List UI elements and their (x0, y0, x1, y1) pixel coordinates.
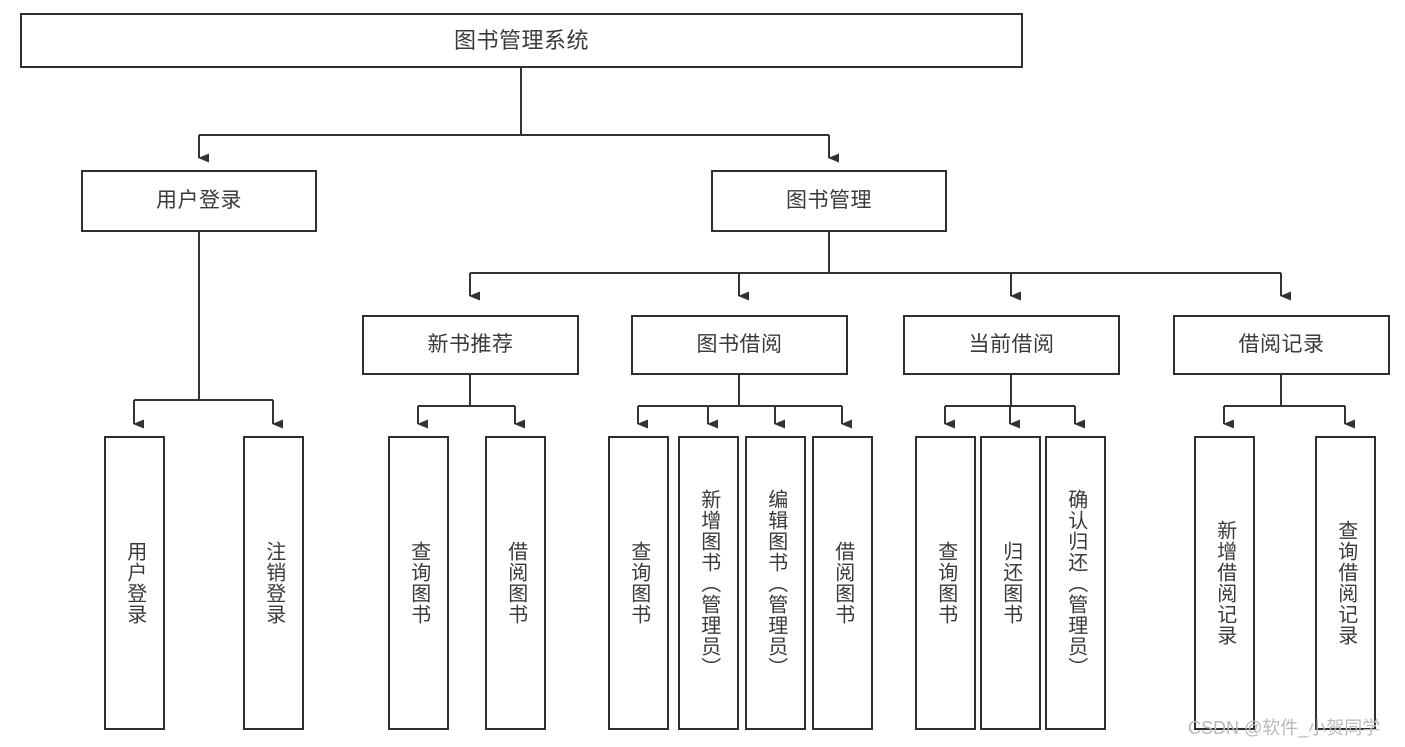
vertical-text-wrap: 确认归还（管理员） (1063, 438, 1087, 728)
vertical-text-wrap: 借阅图书 (503, 438, 527, 728)
node-leaf-query-book-2[interactable]: 查询图书 (608, 436, 669, 730)
vertical-text-wrap: 查询图书 (933, 438, 957, 728)
vertical-text-wrap: 新增图书（管理员） (696, 438, 720, 728)
node-new-book-rec[interactable]: 新书推荐 (362, 315, 579, 375)
node-leaf-logout-label: 注销登录 (262, 541, 285, 625)
vertical-text-wrap: 借阅图书 (830, 438, 854, 728)
node-leaf-logout[interactable]: 注销登录 (243, 436, 304, 730)
vertical-text-wrap: 新增借阅记录 (1212, 438, 1236, 728)
node-user-login-label: 用户登录 (156, 188, 242, 212)
node-book-manage-label: 图书管理 (786, 188, 872, 212)
node-leaf-return-book[interactable]: 归还图书 (980, 436, 1041, 730)
node-root[interactable]: 图书管理系统 (20, 13, 1023, 68)
node-leaf-confirm-return-label: 确认归还（管理员） (1064, 488, 1087, 678)
vertical-text-wrap: 归还图书 (998, 438, 1022, 728)
node-leaf-add-record-label: 新增借阅记录 (1213, 520, 1236, 646)
node-leaf-borrow-book-1-label: 借阅图书 (504, 541, 527, 625)
node-leaf-query-book-1[interactable]: 查询图书 (388, 436, 449, 730)
node-leaf-user-login[interactable]: 用户登录 (104, 436, 165, 730)
node-current-borrow[interactable]: 当前借阅 (903, 315, 1120, 375)
node-leaf-return-book-label: 归还图书 (999, 541, 1022, 625)
node-leaf-query-book-3-label: 查询图书 (934, 541, 957, 625)
node-borrow-record[interactable]: 借阅记录 (1173, 315, 1390, 375)
vertical-text-wrap: 查询图书 (626, 438, 650, 728)
node-new-book-rec-label: 新书推荐 (427, 332, 514, 356)
node-book-borrow[interactable]: 图书借阅 (631, 315, 848, 375)
node-book-manage[interactable]: 图书管理 (711, 170, 947, 232)
node-leaf-borrow-book-2-label: 借阅图书 (831, 541, 854, 625)
node-leaf-query-record-label: 查询借阅记录 (1334, 520, 1357, 646)
node-root-label: 图书管理系统 (453, 27, 589, 53)
node-leaf-query-book-2-label: 查询图书 (627, 541, 650, 625)
node-leaf-borrow-book-1[interactable]: 借阅图书 (485, 436, 546, 730)
node-leaf-user-login-label: 用户登录 (123, 541, 146, 625)
vertical-text-wrap: 查询借阅记录 (1333, 438, 1357, 728)
vertical-text-wrap: 用户登录 (122, 438, 146, 728)
watermark-text: CSDN @软件_小贺同学 (1188, 718, 1381, 738)
node-borrow-record-label: 借阅记录 (1238, 332, 1325, 356)
vertical-text-wrap: 编辑图书（管理员） (763, 438, 787, 728)
node-leaf-borrow-book-2[interactable]: 借阅图书 (812, 436, 873, 730)
node-leaf-edit-book-label: 编辑图书（管理员） (764, 488, 787, 678)
vertical-text-wrap: 注销登录 (261, 438, 285, 728)
node-current-borrow-label: 当前借阅 (968, 332, 1055, 356)
node-book-borrow-label: 图书借阅 (696, 332, 783, 356)
node-leaf-add-record[interactable]: 新增借阅记录 (1194, 436, 1255, 730)
node-leaf-query-book-1-label: 查询图书 (407, 541, 430, 625)
node-leaf-confirm-return[interactable]: 确认归还（管理员） (1045, 436, 1106, 730)
node-leaf-edit-book[interactable]: 编辑图书（管理员） (745, 436, 806, 730)
vertical-text-wrap: 查询图书 (406, 438, 430, 728)
node-leaf-query-book-3[interactable]: 查询图书 (915, 436, 976, 730)
node-leaf-query-record[interactable]: 查询借阅记录 (1315, 436, 1376, 730)
node-user-login[interactable]: 用户登录 (81, 170, 317, 232)
node-leaf-add-book-label: 新增图书（管理员） (697, 488, 720, 678)
node-leaf-add-book[interactable]: 新增图书（管理员） (678, 436, 739, 730)
